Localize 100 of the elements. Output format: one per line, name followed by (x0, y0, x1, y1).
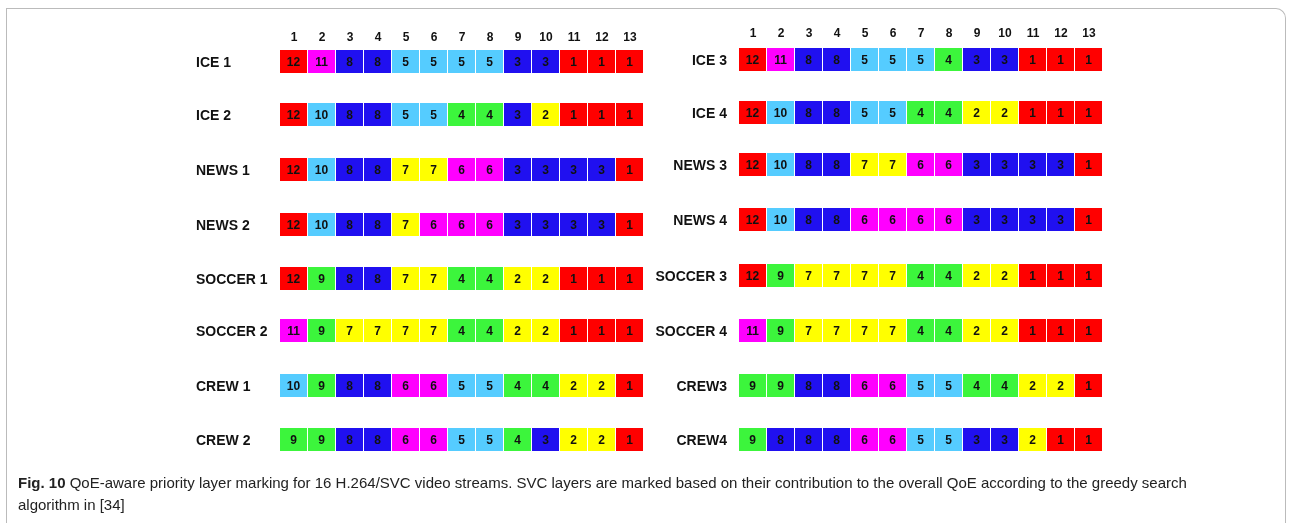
column-number: 3 (345, 30, 355, 44)
layer-priority-cell: 6 (879, 374, 906, 397)
layer-priority-cell: 8 (795, 428, 822, 451)
layer-priority-cell: 2 (963, 101, 990, 124)
layer-priority-cell: 12 (739, 101, 766, 124)
layer-priority-cell: 6 (907, 208, 934, 231)
column-number: 9 (513, 30, 523, 44)
layer-priority-cell: 3 (532, 50, 559, 73)
layer-priority-cell: 1 (1047, 428, 1074, 451)
stream-name: CREW3 (676, 378, 727, 394)
layer-priority-cell: 4 (504, 428, 531, 451)
layer-priority-cell: 7 (851, 264, 878, 287)
layer-priority-cell: 7 (336, 319, 363, 342)
layer-priority-cell: 10 (308, 158, 335, 181)
column-number: 4 (373, 30, 383, 44)
layer-priority-cell: 8 (823, 374, 850, 397)
layer-priority-cell: 5 (851, 101, 878, 124)
layer-priority-cell: 2 (588, 428, 615, 451)
layer-priority-cell: 8 (795, 101, 822, 124)
layer-priority-cell: 8 (795, 208, 822, 231)
column-number: 11 (566, 30, 582, 44)
stream-name: ICE 3 (692, 52, 727, 68)
layer-priority-cell: 8 (336, 213, 363, 236)
layer-priority-cell: 8 (336, 50, 363, 73)
layer-priority-cell: 4 (935, 264, 962, 287)
layer-priority-cell: 6 (420, 374, 447, 397)
layer-priority-cell: 4 (907, 319, 934, 342)
layer-priority-cell: 9 (767, 319, 794, 342)
column-number: 10 (997, 26, 1013, 40)
layer-priority-cell: 6 (392, 374, 419, 397)
layer-priority-cell: 1 (560, 103, 587, 126)
layer-priority-cell: 2 (1019, 374, 1046, 397)
layer-priority-cell: 10 (308, 213, 335, 236)
layer-priority-cell: 7 (851, 319, 878, 342)
layer-priority-cell: 7 (420, 267, 447, 290)
column-number: 6 (429, 30, 439, 44)
layer-priority-cell: 2 (504, 319, 531, 342)
layer-priority-cell: 9 (739, 428, 766, 451)
layer-priority-cell: 6 (851, 374, 878, 397)
layer-priority-cell: 1 (588, 50, 615, 73)
layer-priority-cell: 3 (963, 48, 990, 71)
layer-priority-cell: 2 (963, 319, 990, 342)
layer-priority-cell: 3 (504, 213, 531, 236)
column-number: 13 (622, 30, 638, 44)
layer-priority-cell: 6 (392, 428, 419, 451)
layer-priority-cell: 6 (448, 158, 475, 181)
layer-priority-cell: 4 (448, 319, 475, 342)
layer-priority-cell: 7 (420, 158, 447, 181)
layer-priority-cell: 4 (935, 319, 962, 342)
layer-priority-cell: 3 (1047, 208, 1074, 231)
layer-priority-cell: 1 (588, 267, 615, 290)
layer-priority-cell: 1 (1075, 208, 1102, 231)
column-number: 12 (1053, 26, 1069, 40)
layer-priority-cell: 7 (392, 319, 419, 342)
layer-priority-cell: 8 (795, 153, 822, 176)
layer-priority-cell: 8 (364, 103, 391, 126)
layer-priority-cell: 1 (1019, 319, 1046, 342)
layer-priority-cell: 12 (739, 208, 766, 231)
layer-priority-cell: 1 (1075, 374, 1102, 397)
layer-priority-cell: 7 (364, 319, 391, 342)
layer-priority-cell: 7 (392, 213, 419, 236)
column-number: 1 (748, 26, 758, 40)
layer-priority-cell: 1 (1075, 153, 1102, 176)
layer-priority-cell: 5 (392, 50, 419, 73)
column-number: 5 (401, 30, 411, 44)
stream-name: ICE 1 (196, 54, 231, 70)
layer-priority-cell: 4 (991, 374, 1018, 397)
layer-priority-cell: 7 (879, 264, 906, 287)
layer-priority-cell: 4 (476, 267, 503, 290)
layer-priority-cell: 4 (532, 374, 559, 397)
layer-priority-cell: 3 (560, 213, 587, 236)
layer-priority-cell: 4 (935, 101, 962, 124)
column-number: 10 (538, 30, 554, 44)
layer-priority-cell: 4 (935, 48, 962, 71)
stream-name: CREW 2 (196, 432, 251, 448)
layer-priority-cell: 12 (280, 213, 307, 236)
layer-priority-cell: 3 (1047, 153, 1074, 176)
layer-priority-cell: 6 (907, 153, 934, 176)
layer-priority-cell: 11 (767, 48, 794, 71)
layer-priority-cell: 8 (336, 158, 363, 181)
layer-priority-cell: 7 (420, 319, 447, 342)
layer-priority-cell: 1 (1047, 48, 1074, 71)
layer-priority-cell: 8 (364, 428, 391, 451)
layer-priority-cell: 4 (476, 103, 503, 126)
layer-priority-cell: 8 (336, 428, 363, 451)
column-number: 1 (289, 30, 299, 44)
layer-priority-cell: 6 (935, 208, 962, 231)
layer-priority-cell: 5 (851, 48, 878, 71)
layer-priority-cell: 5 (392, 103, 419, 126)
column-number: 11 (1025, 26, 1041, 40)
stream-name: SOCCER 1 (196, 271, 268, 287)
layer-priority-cell: 4 (504, 374, 531, 397)
layer-priority-cell: 1 (1047, 264, 1074, 287)
layer-priority-cell: 8 (336, 374, 363, 397)
layer-priority-cell: 9 (280, 428, 307, 451)
layer-priority-cell: 1 (1047, 101, 1074, 124)
layer-priority-cell: 8 (364, 374, 391, 397)
layer-priority-cell: 2 (1047, 374, 1074, 397)
layer-priority-cell: 1 (1019, 264, 1046, 287)
layer-priority-cell: 12 (280, 267, 307, 290)
